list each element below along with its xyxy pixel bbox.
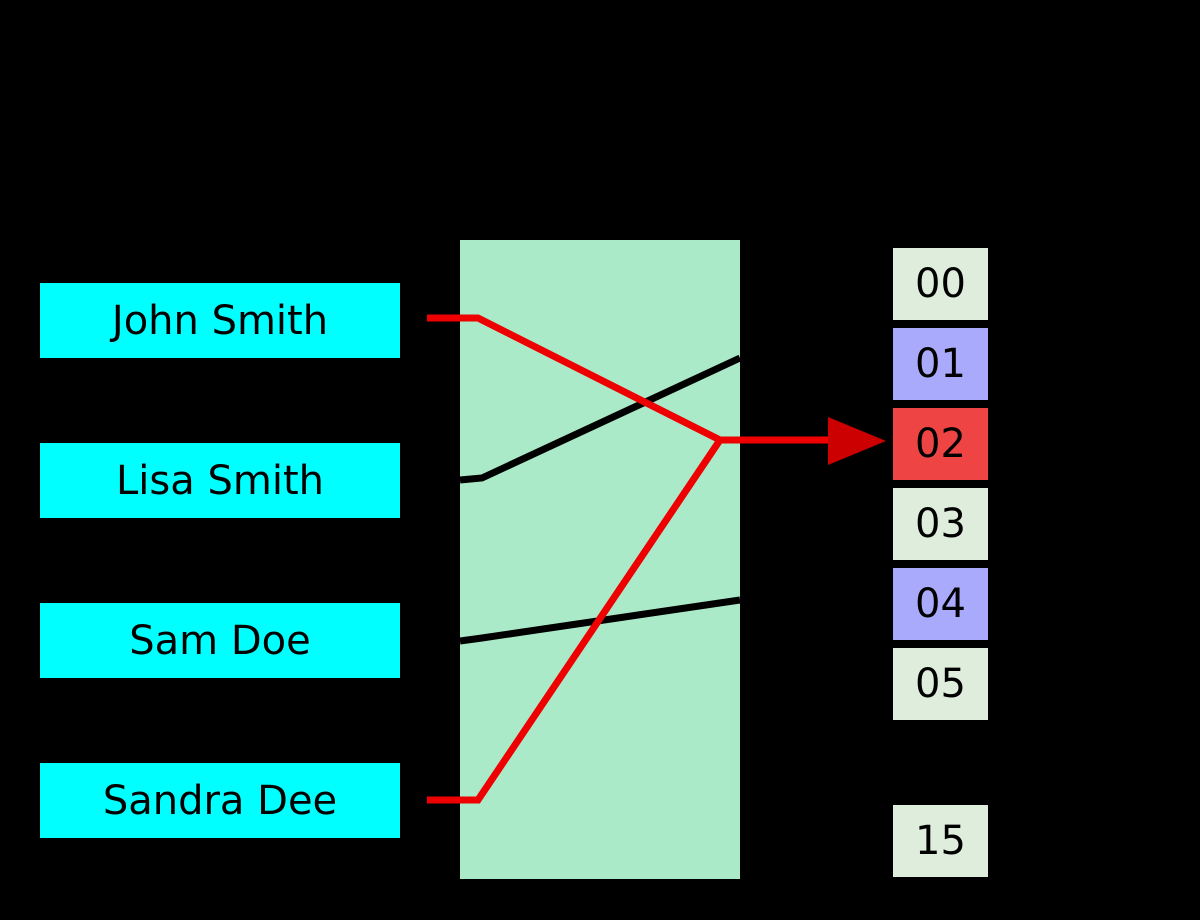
- bucket-cell-03[interactable]: 03: [893, 488, 988, 560]
- bucket-cell-01[interactable]: 01: [893, 328, 988, 400]
- bucket-cell-00[interactable]: 00: [893, 248, 988, 320]
- bucket-label: 04: [915, 581, 966, 627]
- bucket-label: 03: [915, 501, 966, 547]
- bucket-label: 02: [915, 421, 966, 467]
- key-box-lisa-smith[interactable]: Lisa Smith: [40, 443, 400, 518]
- key-label: Sandra Dee: [102, 777, 338, 824]
- bucket-label: 05: [915, 661, 966, 707]
- bucket-label: 01: [915, 341, 966, 387]
- key-label: Lisa Smith: [116, 457, 324, 504]
- key-box-sam-doe[interactable]: Sam Doe: [40, 603, 400, 678]
- bucket-cell-02[interactable]: 02: [893, 408, 988, 480]
- arrow-head-icon: [828, 417, 886, 465]
- key-box-john-smith[interactable]: John Smith: [40, 283, 400, 358]
- bucket-cell-04[interactable]: 04: [893, 568, 988, 640]
- hash-function-panel: [460, 240, 740, 879]
- key-label: John Smith: [111, 297, 329, 344]
- key-label: Sam Doe: [129, 617, 311, 664]
- bucket-cell-05[interactable]: 05: [893, 648, 988, 720]
- bucket-label: 15: [915, 818, 966, 864]
- key-box-sandra-dee[interactable]: Sandra Dee: [40, 763, 400, 838]
- bucket-label: 00: [915, 261, 966, 307]
- bucket-cell-15[interactable]: 15: [893, 805, 988, 877]
